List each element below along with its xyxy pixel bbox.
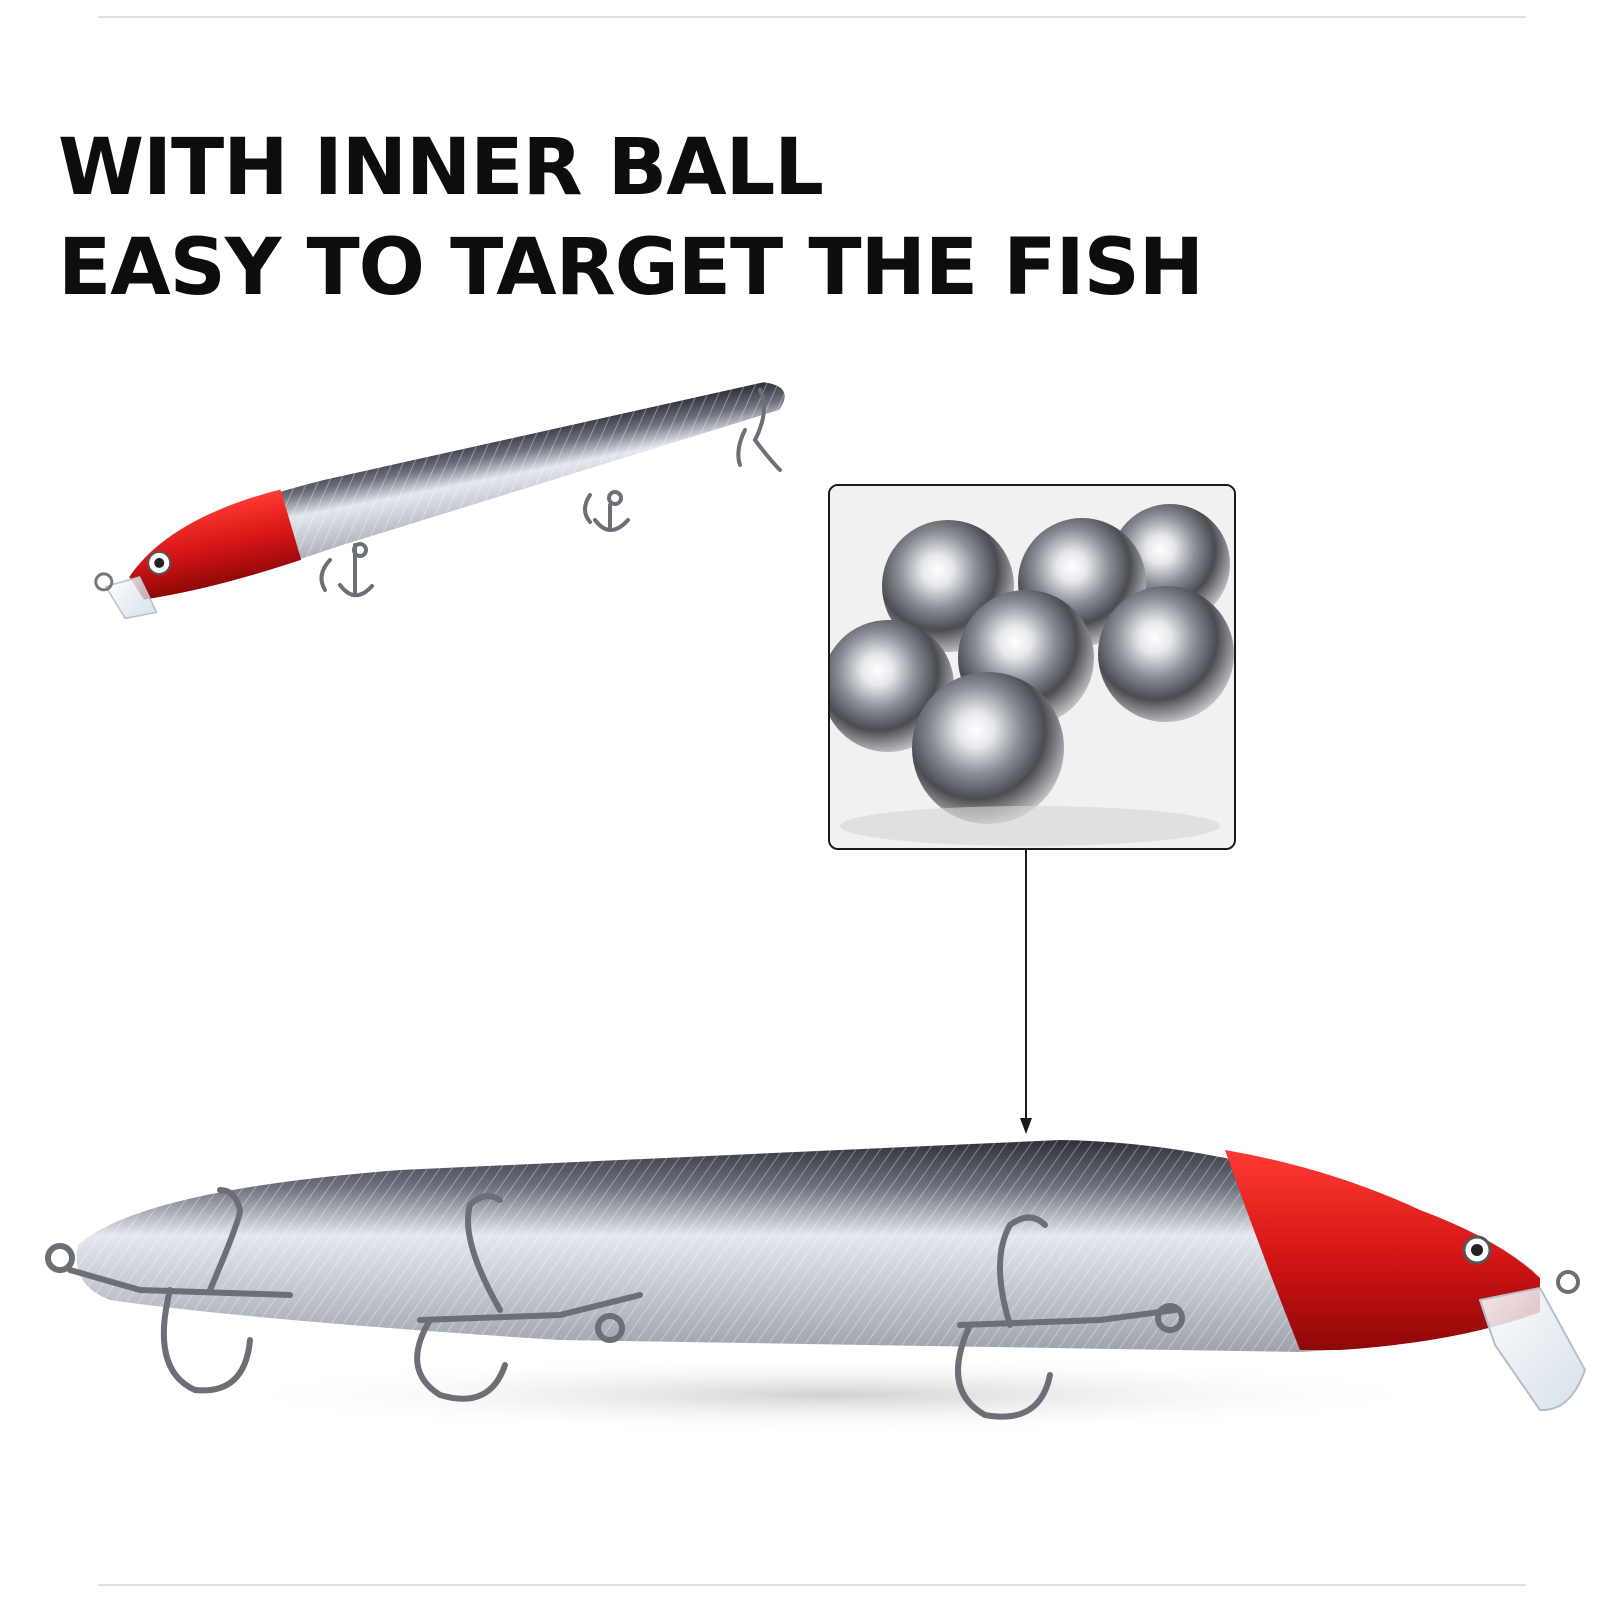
small-lure-image	[94, 382, 785, 620]
inner-balls-inset	[828, 484, 1236, 850]
callout-connector	[1020, 850, 1032, 1134]
headline: WITH INNER BALL EASY TO TARGET THE FISH	[58, 118, 1204, 318]
large-lure-image	[45, 1140, 1587, 1435]
bottom-divider	[98, 1584, 1526, 1586]
steel-balls-image	[830, 486, 1234, 848]
headline-line-1: WITH INNER BALL	[58, 123, 824, 213]
top-divider	[98, 16, 1526, 18]
headline-line-2: EASY TO TARGET THE FISH	[58, 223, 1204, 313]
callout-arrowhead	[1020, 1118, 1032, 1134]
